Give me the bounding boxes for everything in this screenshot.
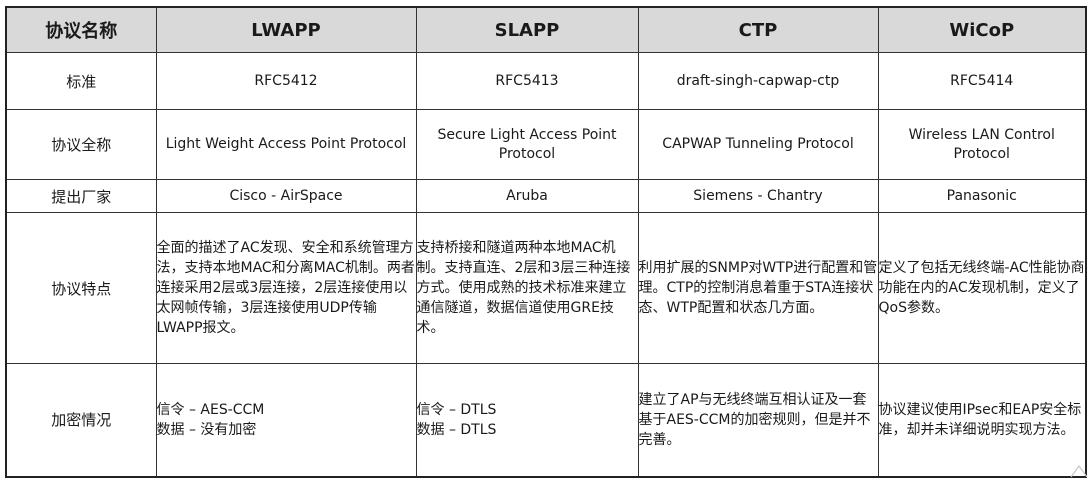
cell-features-lwapp: 全面的描述了AC发现、安全和系统管理方法，支持本地MAC和分离MAC机制。两者连… — [155, 212, 417, 364]
header-row: 协议名称 LWAPP SLAPP CTP WiCoP — [5, 6, 1087, 53]
cell-encryption-slapp: 信令 – DTLS 数据 – DTLS — [415, 363, 639, 477]
table-row-fullname: 协议全称 Light Weight Access Point Protocol … — [5, 109, 1087, 180]
cell-features-ctp: 利用扩展的SNMP对WTP进行配置和管理。CTP的控制消息着重于STA连接状态、… — [637, 212, 879, 364]
cell-vendor-lwapp: Cisco - AirSpace — [155, 179, 417, 213]
header-lwapp: LWAPP — [155, 6, 417, 53]
cell-fullname-ctp: CAPWAP Tunneling Protocol — [637, 109, 879, 180]
cell-vendor-ctp: Siemens - Chantry — [637, 179, 879, 213]
encryption-slapp-signaling: 信令 – DTLS — [416, 401, 497, 418]
table-row-encryption: 加密情况 信令 – AES-CCM 数据 – 没有加密 信令 – DTLS 数据… — [5, 363, 1087, 477]
table-row-standard: 标准 RFC5412 RFC5413 draft-singh-capwap-ct… — [5, 52, 1087, 110]
encryption-slapp-data: 数据 – DTLS — [416, 421, 497, 438]
cell-fullname-slapp: Secure Light Access Point Protocol — [415, 109, 639, 180]
header-wicop: WiCoP — [877, 6, 1087, 53]
row-label-vendor: 提出厂家 — [5, 179, 157, 213]
row-label-features: 协议特点 — [5, 212, 157, 364]
cell-encryption-lwapp: 信令 – AES-CCM 数据 – 没有加密 — [155, 363, 417, 477]
table-row-features: 协议特点 全面的描述了AC发现、安全和系统管理方法，支持本地MAC和分离MAC机… — [5, 212, 1087, 364]
cell-fullname-lwapp: Light Weight Access Point Protocol — [155, 109, 417, 180]
cell-fullname-wicop: Wireless LAN Control Protocol — [877, 109, 1087, 180]
cell-features-slapp: 支持桥接和隧道两种本地MAC机制。支持直连、2层和3层三种连接方式。使用成熟的技… — [415, 212, 639, 364]
cell-encryption-wicop: 协议建议使用IPsec和EAP安全标准，却并未详细说明实现方法。 — [877, 363, 1087, 477]
protocol-comparison-table: 协议名称 LWAPP SLAPP CTP WiCoP 标准 RFC5412 RF… — [5, 6, 1087, 478]
corner-triangle-svg — [1070, 464, 1088, 478]
header-ctp: CTP — [637, 6, 879, 53]
corner-triangle-icon — [1070, 464, 1088, 478]
cell-standard-lwapp: RFC5412 — [155, 52, 417, 110]
cell-encryption-ctp: 建立了AP与无线终端互相认证及一套基于AES-CCM的加密规则，但是并不完善。 — [637, 363, 879, 477]
cell-vendor-wicop: Panasonic — [877, 179, 1087, 213]
header-protocol-name: 协议名称 — [5, 6, 157, 53]
cell-standard-slapp: RFC5413 — [415, 52, 639, 110]
row-label-encryption: 加密情况 — [5, 363, 157, 477]
cell-standard-ctp: draft-singh-capwap-ctp — [637, 52, 879, 110]
encryption-lwapp-data: 数据 – 没有加密 — [156, 421, 257, 438]
cell-standard-wicop: RFC5414 — [877, 52, 1087, 110]
header-slapp: SLAPP — [415, 6, 639, 53]
encryption-lwapp-signaling: 信令 – AES-CCM — [156, 401, 265, 418]
table-row-vendor: 提出厂家 Cisco - AirSpace Aruba Siemens - Ch… — [5, 179, 1087, 213]
cell-features-wicop: 定义了包括无线终端-AC性能协商功能在内的AC发现机制，定义了QoS参数。 — [877, 212, 1087, 364]
row-label-fullname: 协议全称 — [5, 109, 157, 180]
cell-vendor-slapp: Aruba — [415, 179, 639, 213]
row-label-standard: 标准 — [5, 52, 157, 110]
